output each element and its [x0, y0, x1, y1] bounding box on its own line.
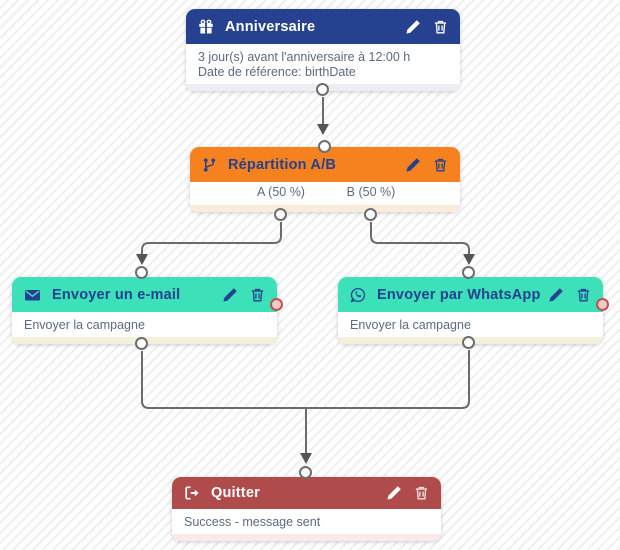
node-birthday-body: 3 jour(s) avant l'anniversaire à 12:00 h…	[186, 44, 460, 84]
node-whatsapp[interactable]: Envoyer par WhatsApp Envoyer la campagne	[338, 277, 603, 344]
node-birthday[interactable]: Anniversaire 3 jour(s) avant l'anniversa…	[186, 9, 460, 91]
port-email-error-output[interactable]	[270, 298, 283, 311]
delete-icon[interactable]	[414, 485, 429, 501]
node-title: Anniversaire	[225, 18, 316, 35]
node-exit[interactable]: Quitter Success - message sent	[172, 477, 441, 541]
node-split-ab[interactable]: Répartition A/B A (50 %) B (50 %)	[190, 147, 460, 212]
node-email-line1: Envoyer la campagne	[24, 318, 145, 332]
envelope-icon	[24, 287, 41, 303]
node-split-footer	[190, 205, 460, 212]
edit-icon[interactable]	[386, 485, 402, 501]
sign-out-icon	[184, 485, 200, 501]
port-birthday-output[interactable]	[316, 83, 329, 96]
node-email-body: Envoyer la campagne	[12, 312, 277, 337]
node-email-header[interactable]: Envoyer un e-mail	[12, 277, 277, 312]
delete-icon[interactable]	[433, 19, 448, 35]
node-whatsapp-line1: Envoyer la campagne	[350, 318, 471, 332]
node-birthday-line2: Date de référence: birthDate	[198, 65, 356, 79]
whatsapp-icon	[350, 287, 366, 303]
node-split-header[interactable]: Répartition A/B	[190, 147, 460, 182]
port-split-output-b[interactable]	[364, 208, 377, 221]
port-whatsapp-output[interactable]	[462, 336, 475, 349]
node-whatsapp-header[interactable]: Envoyer par WhatsApp	[338, 277, 603, 312]
wire-whatsapp-to-exit	[306, 350, 470, 409]
branch-b-label: B (50 %)	[346, 185, 396, 199]
port-exit-input[interactable]	[299, 466, 312, 479]
node-title: Envoyer par WhatsApp	[377, 286, 541, 303]
gift-icon	[198, 19, 214, 35]
delete-icon[interactable]	[433, 157, 448, 173]
node-title: Répartition A/B	[228, 156, 336, 173]
port-email-output[interactable]	[135, 337, 148, 350]
port-email-input[interactable]	[135, 266, 148, 279]
edit-icon[interactable]	[548, 287, 564, 303]
delete-icon[interactable]	[576, 287, 591, 303]
wire-birthday-to-split	[317, 97, 329, 135]
node-exit-header[interactable]: Quitter	[172, 477, 441, 509]
delete-icon[interactable]	[250, 287, 265, 303]
port-whatsapp-input[interactable]	[462, 266, 475, 279]
node-title: Envoyer un e-mail	[52, 286, 181, 303]
branch-a-label: A (50 %)	[257, 185, 305, 199]
node-email[interactable]: Envoyer un e-mail Envoyer la campagne	[12, 277, 277, 344]
node-split-body: A (50 %) B (50 %)	[190, 182, 460, 205]
node-whatsapp-body: Envoyer la campagne	[338, 312, 603, 337]
edit-icon[interactable]	[405, 157, 421, 173]
edit-icon[interactable]	[222, 287, 238, 303]
edit-icon[interactable]	[405, 19, 421, 35]
port-whatsapp-error-output[interactable]	[596, 298, 609, 311]
node-exit-line1: Success - message sent	[184, 515, 321, 529]
wire-merge-to-exit	[300, 408, 312, 464]
wire-email-to-exit	[141, 351, 306, 409]
node-birthday-line1: 3 jour(s) avant l'anniversaire à 12:00 h	[198, 50, 411, 64]
node-exit-body: Success - message sent	[172, 509, 441, 534]
node-exit-footer	[172, 534, 441, 541]
wire-split-a-to-email	[136, 222, 282, 265]
code-branch-icon	[202, 157, 217, 173]
port-split-output-a[interactable]	[274, 208, 287, 221]
port-split-input[interactable]	[318, 140, 331, 153]
node-title: Quitter	[211, 485, 260, 501]
node-birthday-header[interactable]: Anniversaire	[186, 9, 460, 44]
wire-split-b-to-whatsapp	[370, 222, 475, 265]
